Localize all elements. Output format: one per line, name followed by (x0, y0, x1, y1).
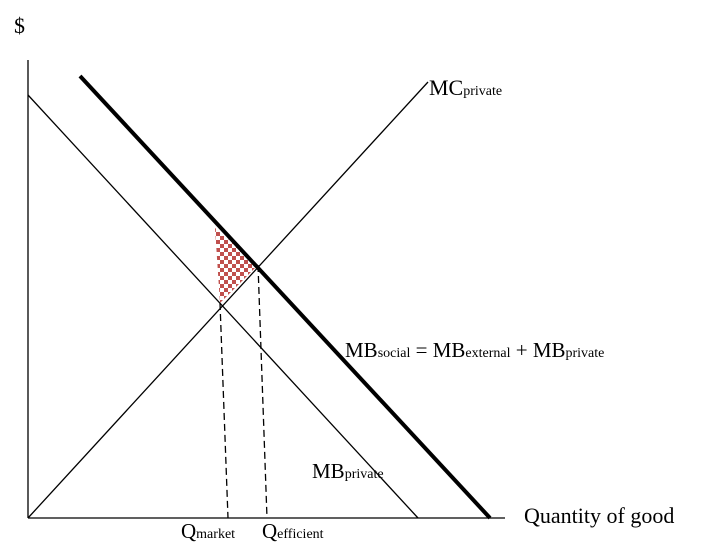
mb-private-curve (27, 94, 419, 519)
deadweight-loss-area (215, 228, 258, 303)
mc-private-label: MCprivate (429, 75, 502, 100)
q-efficient-label: Qefficient (262, 519, 324, 543)
mc-private-curve (27, 81, 429, 519)
y-axis-label: $ (14, 13, 25, 38)
q-efficient-dropline (257, 264, 268, 519)
x-axis-label: Quantity of good (524, 503, 674, 528)
mb-social-curve (78, 74, 492, 520)
q-market-dropline (219, 302, 229, 519)
mb-social-label: MBsocial = MBexternal + MBprivate (345, 338, 604, 362)
mb-private-label: MBprivate (312, 459, 384, 483)
q-market-label: Qmarket (181, 519, 235, 543)
